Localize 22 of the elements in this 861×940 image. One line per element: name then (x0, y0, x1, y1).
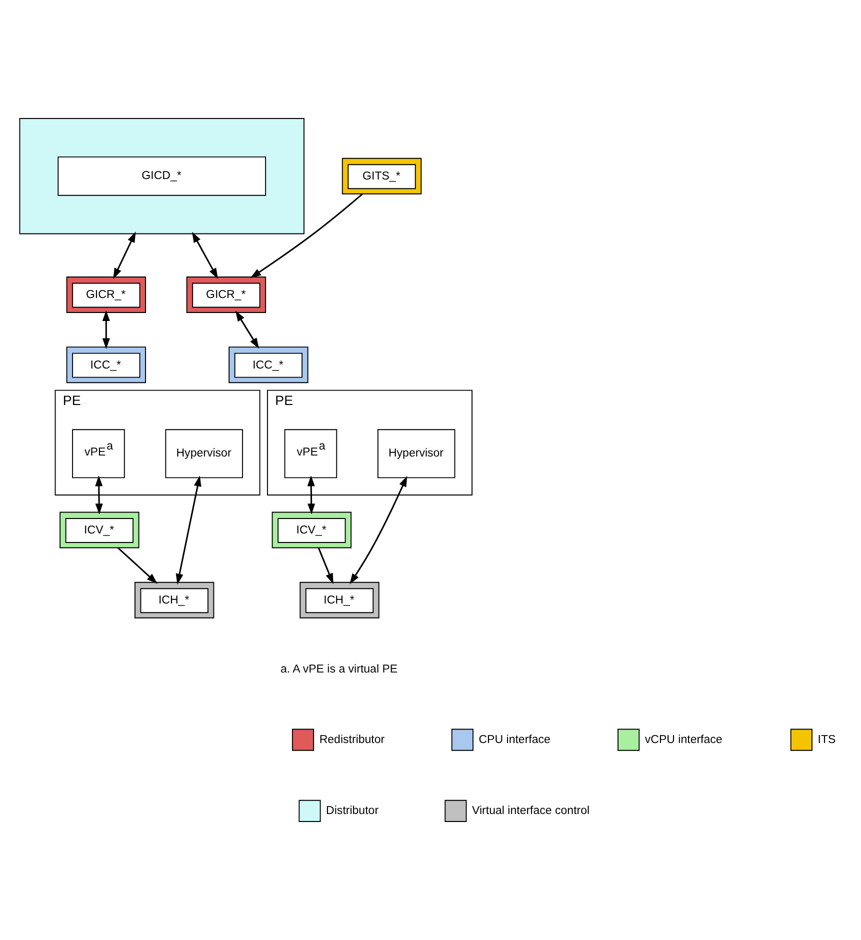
arrow (318, 548, 334, 584)
arrow (102, 310, 110, 350)
arrow (176, 476, 202, 585)
node-box: Hypervisor (165, 429, 243, 478)
arrow (235, 310, 260, 349)
arrow (113, 232, 136, 279)
label: a. A vPE is a virtual PE (280, 664, 398, 676)
node-box: GICD_* (58, 156, 266, 196)
arrow (350, 476, 408, 584)
node-box: Hypervisor (377, 429, 456, 478)
arrow (250, 193, 363, 278)
arrow (117, 547, 158, 584)
cluster (19, 118, 304, 234)
legend-label: Redistributor (319, 734, 385, 746)
arrow (95, 475, 103, 514)
legend-label: vCPU interface (644, 734, 722, 746)
legend-label: CPU interface (478, 734, 550, 746)
legend-label: Distributor (326, 804, 379, 817)
arrow (192, 232, 218, 279)
legend-label: ITS (818, 734, 836, 746)
arrow (307, 475, 316, 514)
legend-label: Virtual interface control (472, 804, 590, 817)
